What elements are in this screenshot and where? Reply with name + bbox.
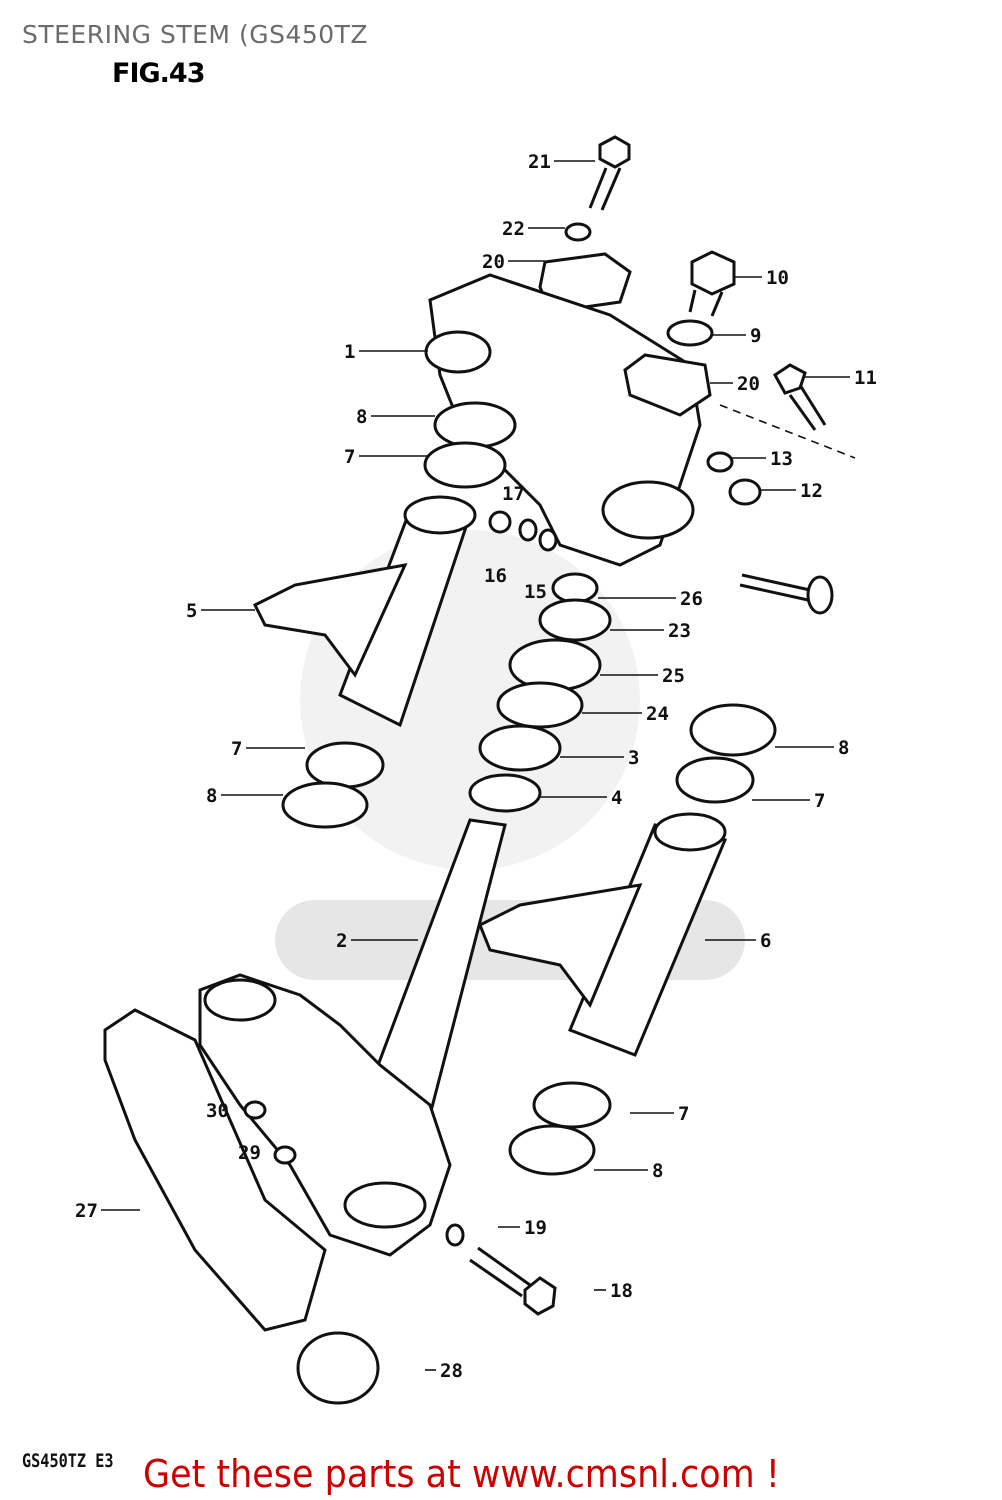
callout-16: 16 [484,565,507,587]
callout-7: 7 [814,790,825,812]
callout-25: 25 [662,665,685,687]
promo-link[interactable]: Get these parts at www.cmsnl.com ! [143,1452,780,1496]
callout-12: 12 [800,480,823,502]
callout-27: 27 [75,1200,98,1222]
callout-4: 4 [611,787,622,809]
callout-8: 8 [356,406,367,428]
page-title: STEERING STEM (GS450TZ [22,20,369,49]
callout-18: 18 [610,1280,633,1302]
callout-15: 15 [524,581,547,603]
callout-24: 24 [646,703,669,725]
callout-20: 20 [482,251,505,273]
callout-30: 30 [206,1100,229,1122]
callout-20: 20 [737,373,760,395]
callout-1: 1 [344,341,355,363]
callout-7: 7 [678,1103,689,1125]
callout-21: 21 [528,151,551,173]
figure-label: FIG.43 [112,58,205,89]
callout-6: 6 [760,930,771,952]
callout-2: 2 [336,930,347,952]
callout-19: 19 [524,1217,547,1239]
callout-29: 29 [238,1142,261,1164]
parts [103,135,856,1405]
callout-7: 7 [231,738,242,760]
callout-9: 9 [750,325,761,347]
callout-8: 8 [206,785,217,807]
callout-13: 13 [770,448,793,470]
callout-3: 3 [628,747,639,769]
callout-17: 17 [502,483,525,505]
callout-7: 7 [344,446,355,468]
callout-5: 5 [186,600,197,622]
callout-8: 8 [652,1160,663,1182]
model-code: GS450TZ E3 [22,1450,114,1472]
callout-11: 11 [854,367,877,389]
callout-28: 28 [440,1360,463,1382]
callout-10: 10 [766,267,789,289]
callout-8: 8 [838,737,849,759]
callout-22: 22 [502,218,525,240]
callout-26: 26 [680,588,703,610]
callout-23: 23 [668,620,691,642]
